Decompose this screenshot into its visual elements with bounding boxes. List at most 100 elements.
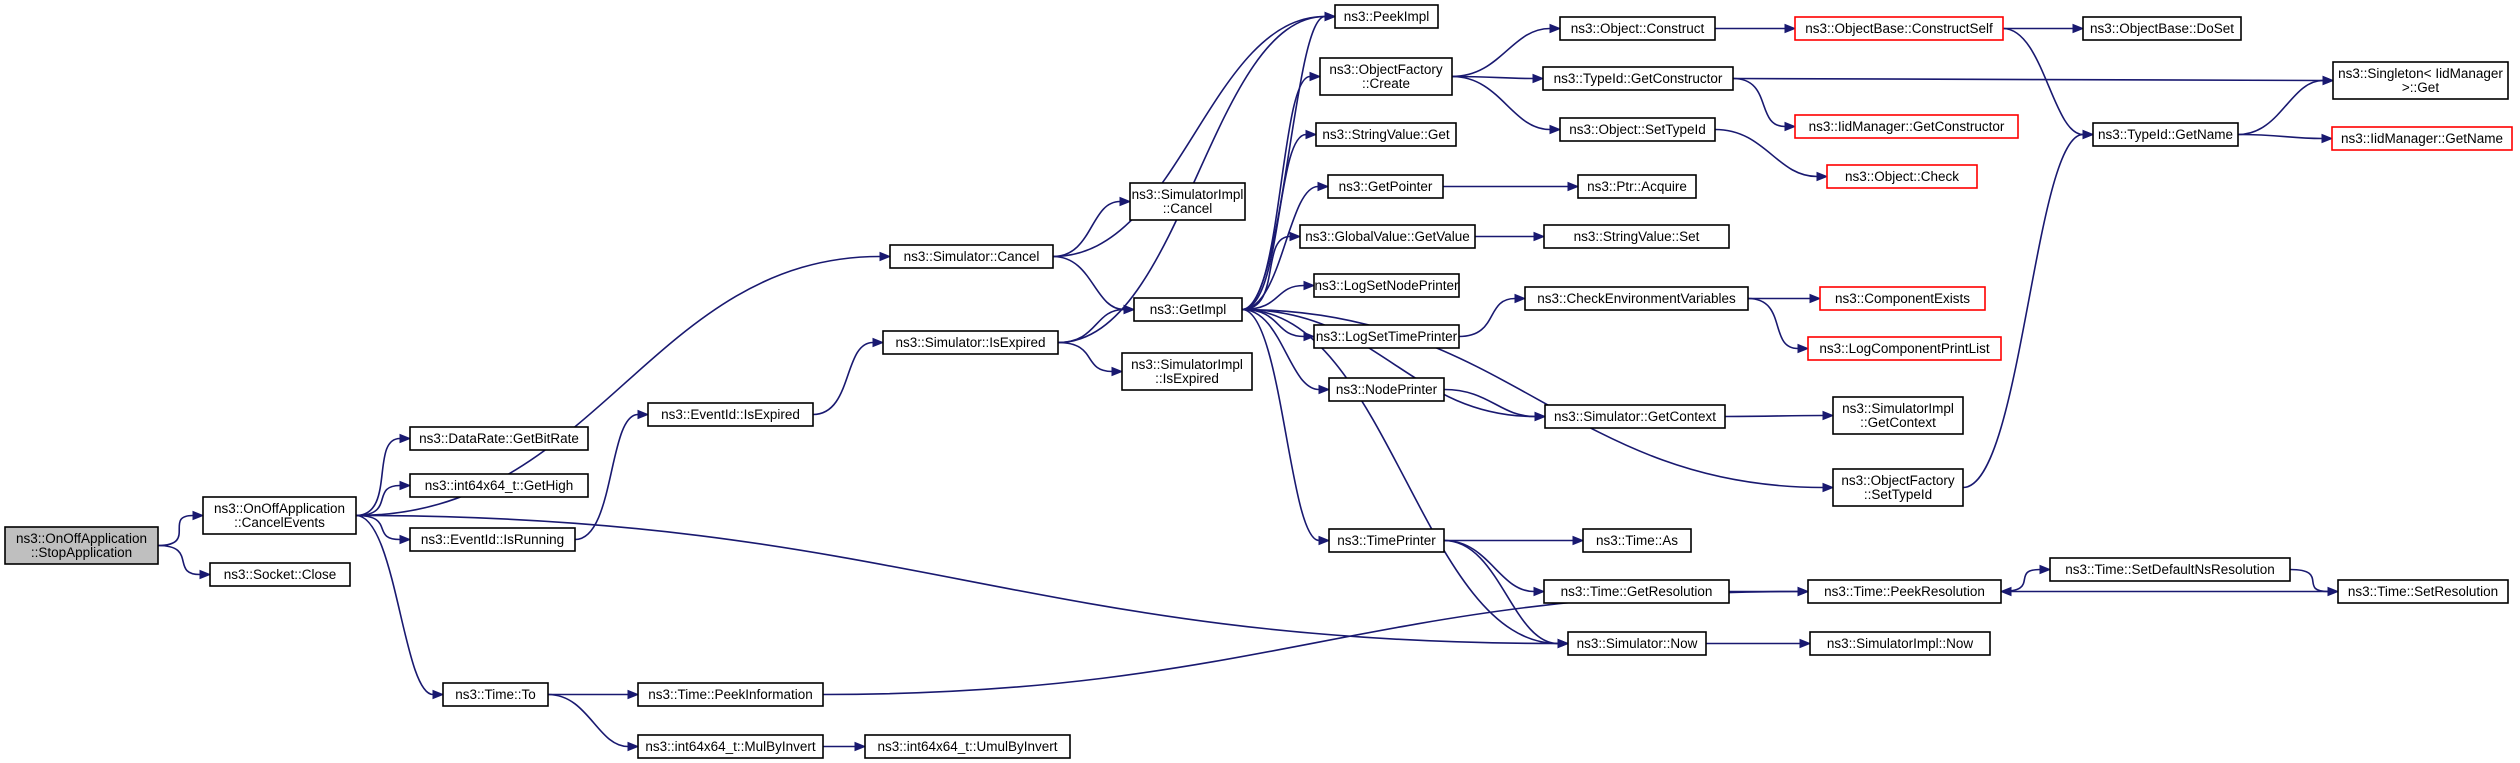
node-objconstruct[interactable]: ns3::Object::Construct (1559, 16, 1716, 41)
edge-line (355, 437, 401, 517)
arrowhead-icon (2321, 133, 2334, 144)
node-gethigh[interactable]: ns3::int64x64_t::GetHigh (409, 473, 589, 498)
call-edge-simnow-to-implnow (1706, 638, 1812, 649)
call-edge-cancelevents-to-gethigh (355, 480, 412, 517)
node-lognodeprinter[interactable]: ns3::LogSetNodePrinter (1313, 273, 1460, 298)
node-settypeid[interactable]: ns3::Object::SetTypeId (1559, 117, 1716, 142)
edge-line (1241, 185, 1319, 311)
node-peekresolution[interactable]: ns3::Time::PeekResolution (1807, 579, 2002, 604)
arrowhead-icon (1317, 181, 1330, 192)
arrowhead-icon (1797, 586, 1810, 597)
edge-line (1451, 75, 1551, 131)
call-edge-getname-to-iidgetname (2237, 133, 2334, 144)
node-box (637, 734, 824, 759)
node-evexpired[interactable]: ns3::EventId::IsExpired (647, 402, 814, 427)
node-ofcreate[interactable]: ns3::ObjectFactory::Create (1319, 57, 1453, 96)
node-componentexists[interactable]: ns3::ComponentExists (1819, 286, 1986, 311)
node-label: ns3::Time::SetDefaultNsResolution (2065, 562, 2275, 577)
edge-line (1443, 539, 1535, 593)
node-simgetcontext[interactable]: ns3::Simulator::GetContext (1544, 404, 1726, 429)
node-cancelevents[interactable]: ns3::OnOffApplication::CancelEvents (202, 496, 357, 535)
node-stringget[interactable]: ns3::StringValue::Get (1315, 122, 1457, 147)
node-getresolution[interactable]: ns3::Time::GetResolution (1543, 579, 1730, 604)
node-box (409, 426, 589, 451)
node-ofsettypeid[interactable]: ns3::ObjectFactory::SetTypeId (1832, 468, 1964, 507)
node-gvgetvalue[interactable]: ns3::GlobalValue::GetValue (1299, 224, 1476, 249)
call-edge-nodeprinter-to-simgetcontext (1443, 388, 1547, 422)
call-edge-cancelevents-to-isrunning (355, 514, 412, 545)
node-peekimpl[interactable]: ns3::PeekImpl (1334, 4, 1439, 29)
node-box (1315, 122, 1457, 147)
edge-line (1241, 75, 1311, 311)
node-box (1121, 352, 1253, 391)
call-edge-logtimeprinter-to-checkenv (1458, 293, 1527, 338)
node-box (1819, 286, 1986, 311)
node-box (1327, 174, 1444, 199)
node-implgetcontext[interactable]: ns3::SimulatorImpl::GetContext (1832, 396, 1964, 435)
node-label: ns3::Time::SetResolution (2348, 584, 2498, 599)
call-edge-timeprinter-to-getresolution (1443, 539, 1546, 597)
arrowhead-icon (627, 741, 640, 752)
node-umulbyinvert[interactable]: ns3::int64x64_t::UmulByInvert (864, 734, 1071, 759)
edge-line (1241, 308, 1536, 418)
node-iidgetconstructor[interactable]: ns3::IidManager::GetConstructor (1794, 114, 2019, 139)
node-getbitrate[interactable]: ns3::DataRate::GetBitRate (409, 426, 589, 451)
node-objcheck[interactable]: ns3::Object::Check (1826, 164, 1978, 189)
node-box (2082, 16, 2242, 41)
node-logtimeprinter[interactable]: ns3::LogSetTimePrinter (1313, 324, 1460, 349)
edge-line (1747, 297, 1799, 350)
node-label: ::IsExpired (1155, 371, 1219, 386)
node-logcomponentprintlist[interactable]: ns3::LogComponentPrintList (1807, 336, 2002, 361)
node-box (1319, 57, 1453, 96)
call-edge-getimpl-to-ofcreate (1241, 71, 1322, 311)
call-edge-cancelevents-to-simcancel (355, 251, 892, 517)
arrowhead-icon (399, 534, 412, 545)
node-implisexpired[interactable]: ns3::SimulatorImpl::IsExpired (1121, 352, 1253, 391)
node-constructself[interactable]: ns3::ObjectBase::ConstructSelf (1794, 16, 2004, 41)
node-label: ns3::GetPointer (1339, 179, 1433, 194)
node-singletonget[interactable]: ns3::Singleton< IidManager >::Get (2332, 61, 2509, 100)
node-nodeprinter[interactable]: ns3::NodePrinter (1328, 377, 1445, 402)
node-socketclose[interactable]: ns3::Socket::Close (209, 562, 351, 587)
node-timeto[interactable]: ns3::Time::To (442, 682, 549, 707)
arrowhead-icon (1514, 293, 1527, 304)
node-box (1809, 631, 1991, 656)
node-box (637, 682, 824, 707)
node-label: ns3::ObjectBase::DoSet (2090, 21, 2234, 36)
node-simnow[interactable]: ns3::Simulator::Now (1567, 631, 1707, 656)
node-mulbyinvert[interactable]: ns3::int64x64_t::MulByInvert (637, 734, 824, 759)
node-peekinfo[interactable]: ns3::Time::PeekInformation (637, 682, 824, 707)
node-simcancel[interactable]: ns3::Simulator::Cancel (889, 244, 1054, 269)
node-isrunning[interactable]: ns3::EventId::IsRunning (409, 527, 576, 552)
node-simisexpired[interactable]: ns3::Simulator::IsExpired (882, 330, 1059, 355)
node-doset[interactable]: ns3::ObjectBase::DoSet (2082, 16, 2242, 41)
node-getname[interactable]: ns3::TypeId::GetName (2092, 122, 2239, 147)
node-ptracquire[interactable]: ns3::Ptr::Acquire (1577, 174, 1697, 199)
node-iidgetname[interactable]: ns3::IidManager::GetName (2331, 126, 2513, 151)
node-implcancel[interactable]: ns3::SimulatorImpl::Cancel (1129, 182, 1246, 221)
arrowhead-icon (1999, 586, 2012, 597)
edge-line (1451, 27, 1551, 78)
node-box (442, 682, 549, 707)
edge-line (1057, 15, 1326, 344)
node-implnow[interactable]: ns3::SimulatorImpl::Now (1809, 631, 1991, 656)
node-label: ns3::EventId::IsExpired (661, 407, 800, 422)
node-timeprinter[interactable]: ns3::TimePrinter (1328, 528, 1445, 553)
node-checkenv[interactable]: ns3::CheckEnvironmentVariables (1524, 286, 1749, 311)
node-box (1559, 16, 1716, 41)
edge-line (157, 514, 194, 547)
node-box (864, 734, 1071, 759)
call-edge-timeto-to-mulbyinvert (547, 693, 640, 752)
node-getpointer[interactable]: ns3::GetPointer (1327, 174, 1444, 199)
node-stringset[interactable]: ns3::StringValue::Set (1543, 224, 1730, 249)
node-label: ns3::int64x64_t::MulByInvert (645, 739, 816, 754)
node-setresolution[interactable]: ns3::Time::SetResolution (2337, 579, 2509, 604)
arrowhead-icon (2072, 23, 2085, 34)
node-getconstructor[interactable]: ns3::TypeId::GetConstructor (1542, 66, 1734, 91)
node-timeas[interactable]: ns3::Time::As (1582, 528, 1692, 553)
node-setdefaultns[interactable]: ns3::Time::SetDefaultNsResolution (2049, 557, 2291, 582)
node-label: ns3::StringValue::Set (1574, 229, 1700, 244)
node-getimpl[interactable]: ns3::GetImpl (1133, 297, 1243, 322)
call-edge-stopapp-to-cancelevents (157, 510, 205, 547)
call-edge-timeto-to-peekinfo (547, 689, 640, 700)
